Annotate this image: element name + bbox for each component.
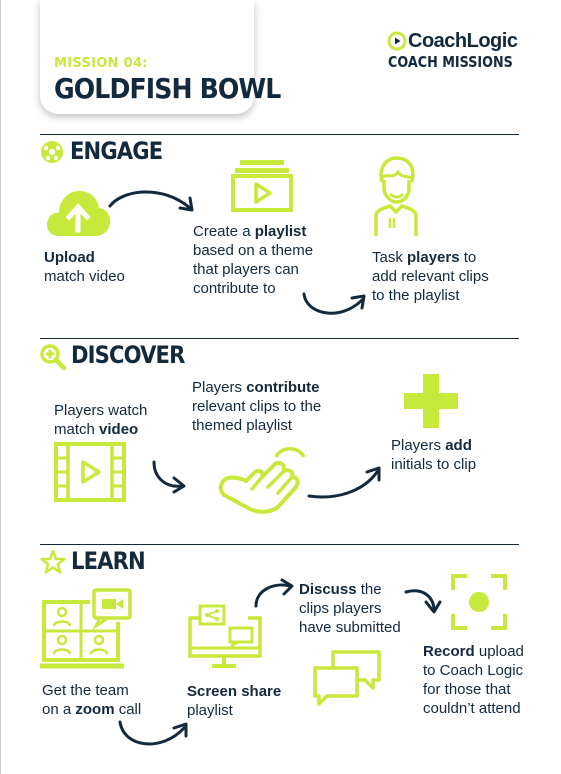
task-step-text: Task players to add relevant clips to th… [372, 249, 489, 304]
plus-icon [404, 374, 458, 428]
engage-divider [40, 134, 519, 135]
learn-title: LEARN [71, 547, 146, 575]
discuss-step-text: Discuss the clips players have submitted [299, 581, 401, 636]
playlist-step-text: Create a playlist based on a theme that … [193, 223, 314, 297]
mission-number: MISSION 04: [54, 56, 148, 71]
watch-step-text: Players watch match video [54, 402, 148, 438]
engage-title: ENGAGE [70, 137, 163, 165]
discover-divider [40, 338, 519, 339]
cloud-upload-icon [46, 190, 111, 236]
brand-subtitle: COACH MISSIONS [388, 53, 513, 71]
mission-title-card [40, 0, 254, 114]
flow-arrow-1 [108, 190, 194, 212]
magnifier-plus-icon [40, 344, 67, 371]
brand-name: CoachLogic [408, 30, 518, 52]
add-step-text: Players add initials to clip [391, 437, 477, 473]
flow-arrow-2 [302, 292, 366, 315]
touch-hand-icon [218, 447, 306, 514]
discover-title: DISCOVER [71, 341, 185, 369]
contribute-step-text: Players contribute relevant clips to the… [192, 379, 322, 434]
player-icon [374, 156, 418, 236]
film-strip-icon [54, 442, 126, 502]
flow-arrow-3 [152, 460, 186, 494]
page-left-edge [0, 0, 1, 774]
star-outline-icon [40, 549, 66, 574]
screen-share-icon [188, 604, 262, 668]
soccer-ball-icon [41, 141, 63, 163]
upload-step-text: Upload match video [44, 249, 125, 285]
playlist-icon [231, 160, 293, 212]
coachlogic-logo-icon [387, 31, 407, 51]
zoom-step-text: Get the team on a zoom call [42, 682, 142, 718]
learn-divider [40, 544, 519, 545]
share-step-text: Screen share playlist [187, 683, 282, 719]
record-icon [451, 574, 507, 630]
mission-name: GOLDFISH BOWL [54, 72, 281, 105]
record-step-text: Record upload to Coach Logic for those t… [423, 643, 524, 717]
flow-arrow-4 [307, 466, 381, 499]
flow-arrow-5 [118, 720, 188, 746]
chat-bubbles-icon [313, 650, 381, 706]
flow-arrow-7 [404, 589, 442, 614]
flow-arrow-6 [254, 578, 294, 608]
video-call-icon [40, 588, 132, 669]
brand-logo: CoachLogic [387, 30, 518, 53]
